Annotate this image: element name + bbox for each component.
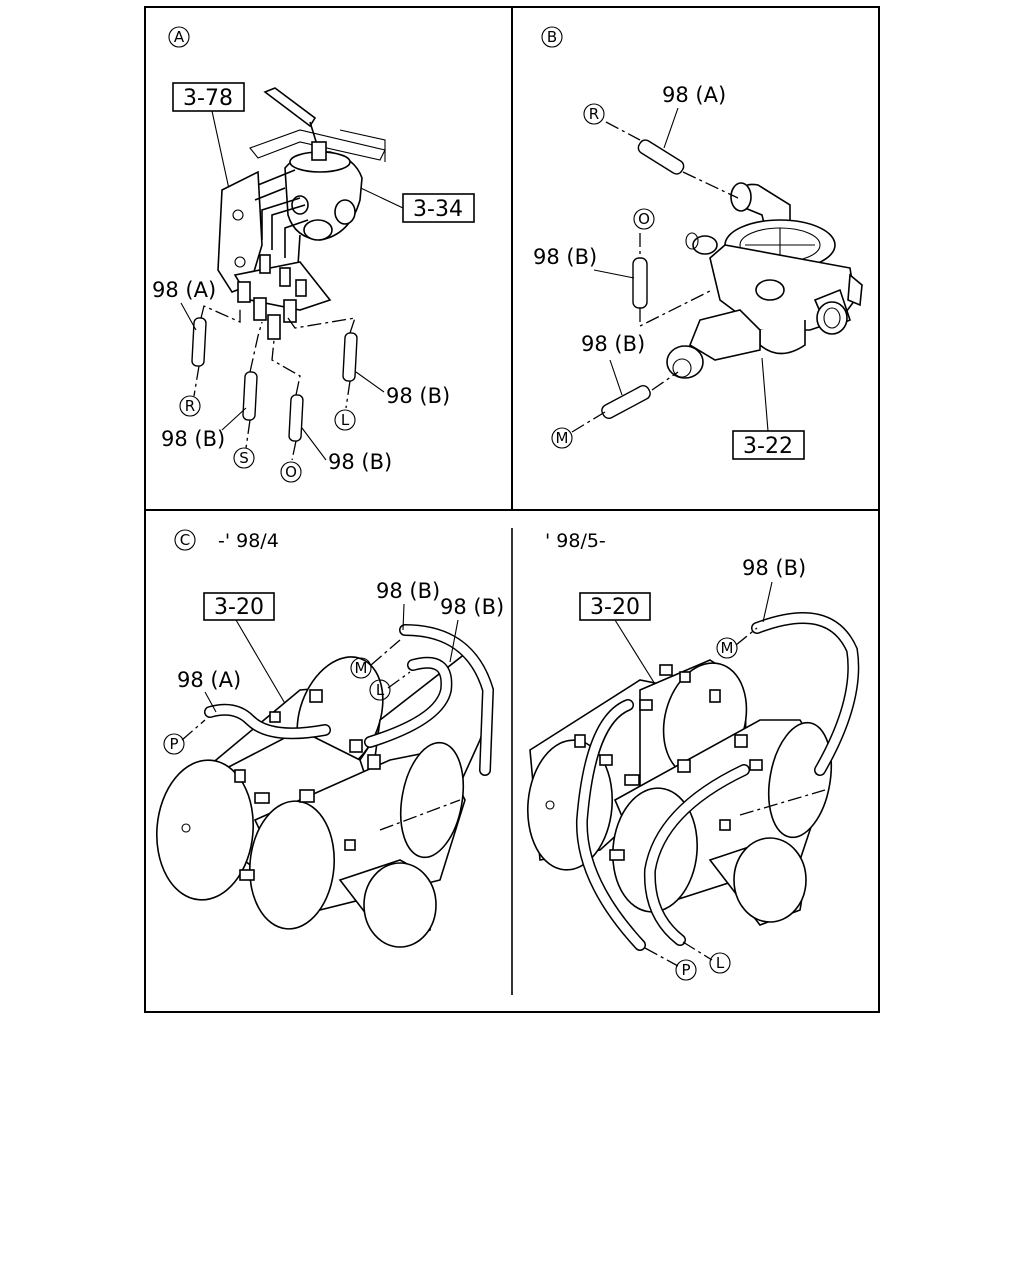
svg-text:C: C xyxy=(180,531,190,549)
svg-text:O: O xyxy=(638,210,650,228)
panel-b: B xyxy=(533,26,863,460)
hose-98b-m-panel-c-right[interactable] xyxy=(751,612,860,776)
panel-b-marker: B xyxy=(541,26,563,48)
svg-text:M: M xyxy=(355,659,368,677)
port-marker-o: O xyxy=(280,461,302,483)
port-marker-m-left: M xyxy=(350,657,372,679)
port-marker-r-panel-b: R xyxy=(583,103,605,125)
panel-c-marker: C xyxy=(174,529,196,551)
panel-a-marker: A xyxy=(168,26,190,48)
panel-c-right: ' 98/5- 3-20 xyxy=(526,530,860,981)
label-98b-o: 98 (B) xyxy=(328,450,392,474)
svg-text:L: L xyxy=(376,681,385,699)
range-label-left: -' 98/4 xyxy=(218,530,279,552)
port-marker-r: R xyxy=(179,395,201,417)
svg-text:3-20: 3-20 xyxy=(590,595,640,620)
air-tanks-right xyxy=(526,659,833,926)
svg-text:B: B xyxy=(547,28,557,46)
port-marker-o-panel-b: O xyxy=(633,208,655,230)
label-98b-m-panel-b: 98 (B) xyxy=(581,332,645,356)
label-98b-o-panel-b: 98 (B) xyxy=(533,245,597,269)
hose-p-panel-c-right[interactable] xyxy=(575,699,646,951)
label-98a-left: 98 (A) xyxy=(177,668,241,692)
port-marker-m-panel-b: M xyxy=(551,427,573,449)
label-98b-l-left: 98 (B) xyxy=(440,595,504,619)
port-marker-m-right: M xyxy=(716,637,738,659)
ref-3-20-box-right[interactable]: 3-20 xyxy=(579,592,651,621)
label-98b-m-left: 98 (B) xyxy=(376,579,440,603)
svg-text:P: P xyxy=(681,961,690,979)
svg-text:3-78: 3-78 xyxy=(183,86,233,111)
air-tanks-left xyxy=(155,648,489,948)
hose-98b-l-panel-c-left[interactable] xyxy=(364,656,453,748)
ref-3-22-box[interactable]: 3-22 xyxy=(732,430,805,460)
label-98a: 98 (A) xyxy=(152,278,216,302)
svg-text:3-20: 3-20 xyxy=(214,595,264,620)
relay-valve xyxy=(666,182,863,379)
hose-98b-m-panel-b[interactable] xyxy=(600,384,652,421)
hose-98b-m-panel-c-left[interactable] xyxy=(399,624,495,776)
svg-text:L: L xyxy=(716,954,725,972)
label-98a-panel-b: 98 (A) xyxy=(662,83,726,107)
port-marker-l: L xyxy=(334,409,356,431)
svg-text:R: R xyxy=(185,397,195,415)
hose-98a-panel-a[interactable] xyxy=(191,317,207,367)
svg-text:3-22: 3-22 xyxy=(743,434,793,459)
hose-98b-o-panel-a[interactable] xyxy=(288,394,304,442)
svg-text:A: A xyxy=(174,28,185,46)
hose-98b-l-panel-a[interactable] xyxy=(342,332,358,382)
brake-valve-assembly xyxy=(217,87,386,340)
panel-c-left: C -' 98/4 3-20 xyxy=(155,529,504,948)
svg-text:P: P xyxy=(169,735,178,753)
port-marker-p-right: P xyxy=(675,959,697,981)
label-98b-l: 98 (B) xyxy=(386,384,450,408)
svg-text:R: R xyxy=(589,105,599,123)
svg-text:M: M xyxy=(556,429,569,447)
svg-text:3-34: 3-34 xyxy=(413,197,463,222)
ref-3-34-box[interactable]: 3-34 xyxy=(402,193,475,223)
svg-text:S: S xyxy=(239,449,249,467)
ref-3-20-box-left[interactable]: 3-20 xyxy=(203,592,275,621)
panel-a: A 3-78 3-34 xyxy=(152,26,475,483)
range-label-right: ' 98/5- xyxy=(545,530,606,552)
hose-98b-s-panel-a[interactable] xyxy=(242,371,258,421)
ref-3-78-box[interactable]: 3-78 xyxy=(172,82,245,112)
hose-l-panel-c-right[interactable] xyxy=(643,764,750,946)
port-marker-l-right: L xyxy=(709,952,731,974)
label-98b-s: 98 (B) xyxy=(161,427,225,451)
port-marker-p-left: P xyxy=(163,733,185,755)
diagram-frame xyxy=(144,6,880,1013)
port-marker-l-left: L xyxy=(369,679,391,701)
svg-text:L: L xyxy=(341,411,350,429)
port-marker-s: S xyxy=(233,447,255,469)
label-98b-right: 98 (B) xyxy=(742,556,806,580)
svg-text:M: M xyxy=(721,639,734,657)
hose-98a-panel-b[interactable] xyxy=(636,138,686,176)
hose-98a-panel-c-left[interactable] xyxy=(204,703,331,740)
svg-text:O: O xyxy=(285,463,297,481)
hose-98b-o-panel-b[interactable] xyxy=(632,257,648,309)
